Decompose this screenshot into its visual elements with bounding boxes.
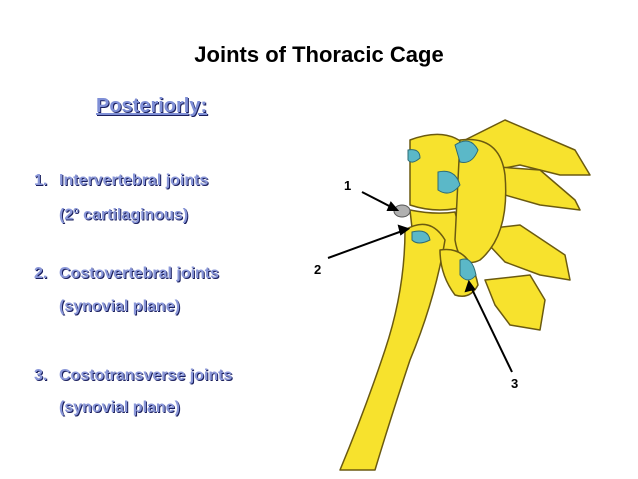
arrowhead-2 bbox=[397, 224, 411, 236]
item-number: 2. bbox=[34, 265, 48, 282]
item-number: 1. bbox=[34, 172, 48, 189]
item-sub-sup: o bbox=[73, 205, 79, 215]
list-item-3: 3. Costotransverse joints bbox=[34, 367, 232, 385]
rib bbox=[339, 223, 446, 471]
articular-facet bbox=[407, 149, 421, 163]
item-label: Intervertebral joints bbox=[59, 172, 209, 189]
articular-facet bbox=[454, 140, 479, 163]
list-item-2-sub: (synovial plane) bbox=[59, 298, 180, 315]
list-item-1-sub: (2o cartilaginous) bbox=[59, 205, 188, 224]
costotransverse-facet bbox=[459, 258, 477, 281]
lower-spine bbox=[484, 274, 546, 331]
item-sub-main: (2 bbox=[59, 206, 74, 224]
costovertebral-facet bbox=[411, 230, 431, 244]
transverse-process-lower bbox=[474, 224, 571, 281]
page-title: Joints of Thoracic Cage bbox=[194, 42, 444, 67]
arrowhead-1 bbox=[386, 201, 400, 211]
list-item-2: 2. Costovertebral joints bbox=[34, 265, 219, 283]
arrow-3 bbox=[469, 284, 513, 373]
list-item-1: 1. Intervertebral joints bbox=[34, 172, 208, 190]
list-item-3-sub: (synovial plane) bbox=[59, 399, 180, 416]
figure-label-3: 3 bbox=[511, 376, 519, 391]
item-number: 3. bbox=[34, 367, 48, 384]
item-sub-rest: cartilaginous) bbox=[78, 206, 189, 224]
figure-label-1: 1 bbox=[344, 178, 352, 193]
item-label: Costotransverse joints bbox=[59, 367, 233, 384]
subtitle: Posteriorly: bbox=[96, 95, 208, 117]
figure-label-2: 2 bbox=[314, 262, 322, 277]
arrow-2 bbox=[327, 229, 406, 259]
articular-facet bbox=[437, 170, 461, 194]
item-label: Costovertebral joints bbox=[59, 265, 220, 282]
arrowhead-3 bbox=[464, 279, 476, 293]
